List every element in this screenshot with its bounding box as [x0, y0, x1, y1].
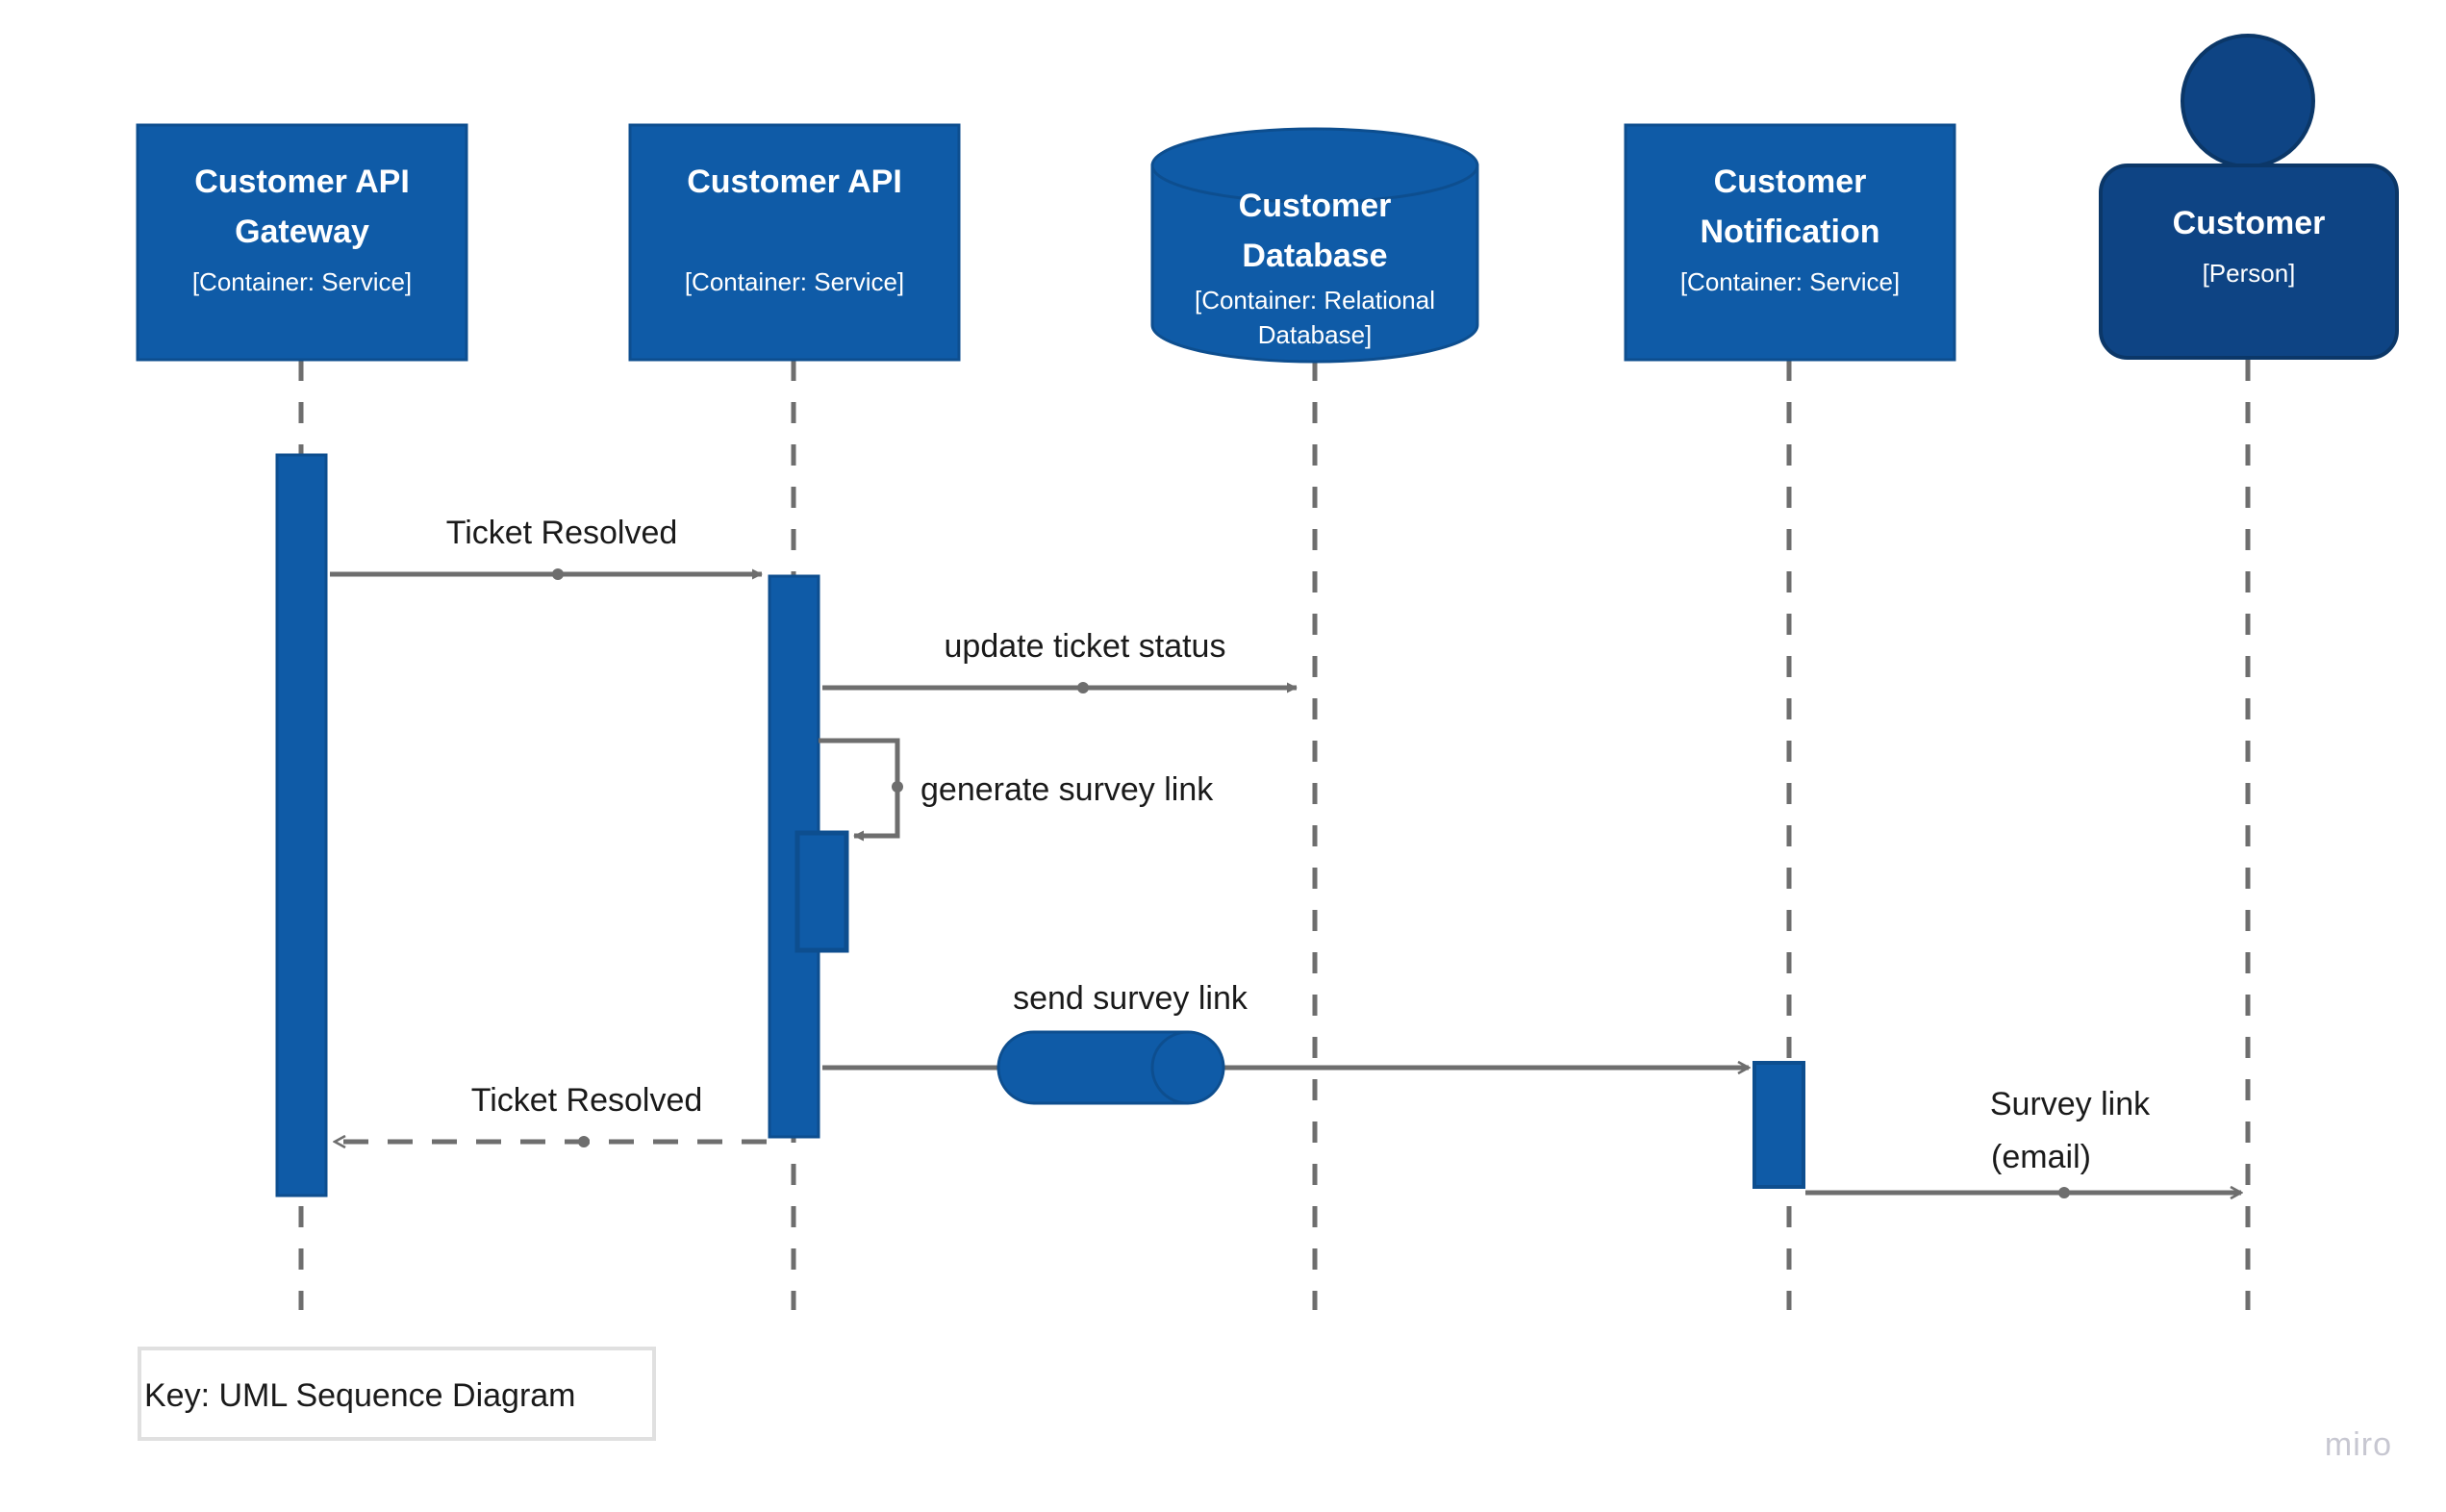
participant-box-customer-notification[interactable] — [1624, 123, 1956, 362]
participant-box-api-gateway[interactable] — [136, 123, 468, 362]
message-label-m4: send survey link — [1013, 980, 1248, 1017]
participant-customer-notification[interactable]: Customer Notification [Container: Servic… — [1624, 123, 1956, 362]
message-label-m6-line1: Survey link — [1990, 1086, 2151, 1122]
participant-customer[interactable]: Customer [Person] — [2099, 34, 2399, 360]
participant-title-line2-customer-database: Database — [1242, 238, 1387, 274]
activation-bars-group — [275, 453, 1805, 1197]
message-midpoint-dot-m6 — [2058, 1187, 2070, 1198]
message-ticket-resolved-request[interactable]: Ticket Resolved — [330, 515, 763, 580]
person-head-icon — [2181, 34, 2315, 168]
message-midpoint-dot-m2 — [1077, 682, 1089, 693]
activation-bar-customer-notification[interactable] — [1753, 1061, 1805, 1189]
participant-title-line1-api-gateway: Customer API — [194, 164, 410, 200]
participant-cylinder-body-customer-database[interactable] — [1150, 164, 1479, 364]
participant-title-line1-customer: Customer — [2173, 205, 2326, 241]
participant-title-line1-customer-api: Customer API — [687, 164, 902, 200]
message-send-survey-link[interactable]: send survey link — [822, 980, 1749, 1105]
participant-title-line2-customer-notification: Notification — [1701, 214, 1880, 250]
key-legend-label: Key: UML Sequence Diagram — [144, 1377, 576, 1414]
participant-tech-line2-customer-database: Database] — [1258, 320, 1373, 349]
participant-tech-line1-customer-database: [Container: Relational — [1195, 286, 1435, 315]
activation-bar-customer-api-nested[interactable] — [794, 830, 849, 953]
participant-tech-customer-api: [Container: Service] — [685, 267, 904, 296]
message-ticket-resolved-return[interactable]: Ticket Resolved — [335, 1082, 767, 1147]
message-line-m3-self-loop[interactable] — [819, 738, 900, 842]
participant-title-line1-customer-database: Customer — [1239, 188, 1392, 224]
queue-cylinder-icon — [996, 1030, 1225, 1105]
participant-title-line1-customer-notification: Customer — [1714, 164, 1867, 200]
message-label-m5: Ticket Resolved — [471, 1082, 703, 1119]
participant-box-customer[interactable] — [2099, 164, 2399, 360]
participant-customer-api[interactable]: Customer API [Container: Service] — [628, 123, 961, 362]
participant-customer-database[interactable]: Customer Database [Container: Relational… — [1150, 127, 1479, 364]
message-midpoint-dot-m3 — [892, 781, 903, 793]
participant-cylinder-top-customer-database — [1150, 127, 1479, 204]
message-midpoint-dot-m1 — [552, 568, 564, 580]
participant-box-customer-api[interactable] — [628, 123, 961, 362]
message-label-m1: Ticket Resolved — [446, 515, 678, 551]
queue-cylinder-cap — [1150, 1030, 1189, 1105]
participant-tech-customer-notification: [Container: Service] — [1680, 267, 1900, 296]
message-generate-survey-link[interactable]: generate survey link — [819, 738, 1214, 842]
message-survey-link-email[interactable]: Survey link (email) — [1805, 1086, 2241, 1198]
key-legend-box — [138, 1347, 656, 1441]
message-label-m6-line2: (email) — [1991, 1139, 2091, 1175]
queue-cylinder-body — [996, 1030, 1225, 1105]
activation-bar-api-gateway[interactable] — [275, 453, 328, 1197]
miro-watermark: miro — [2325, 1426, 2392, 1463]
participant-api-gateway[interactable]: Customer API Gateway [Container: Service… — [136, 123, 468, 362]
lifelines-group — [298, 360, 2251, 1310]
message-label-m3: generate survey link — [920, 771, 1214, 808]
participant-tech-api-gateway: [Container: Service] — [192, 267, 412, 296]
message-midpoint-dot-m5 — [578, 1136, 590, 1147]
message-update-ticket-status[interactable]: update ticket status — [822, 628, 1298, 693]
key-legend: Key: UML Sequence Diagram — [138, 1347, 656, 1441]
participant-title-line2-api-gateway: Gateway — [235, 214, 369, 250]
message-label-m2: update ticket status — [945, 628, 1226, 665]
participant-tech-customer: [Person] — [2203, 259, 2296, 288]
